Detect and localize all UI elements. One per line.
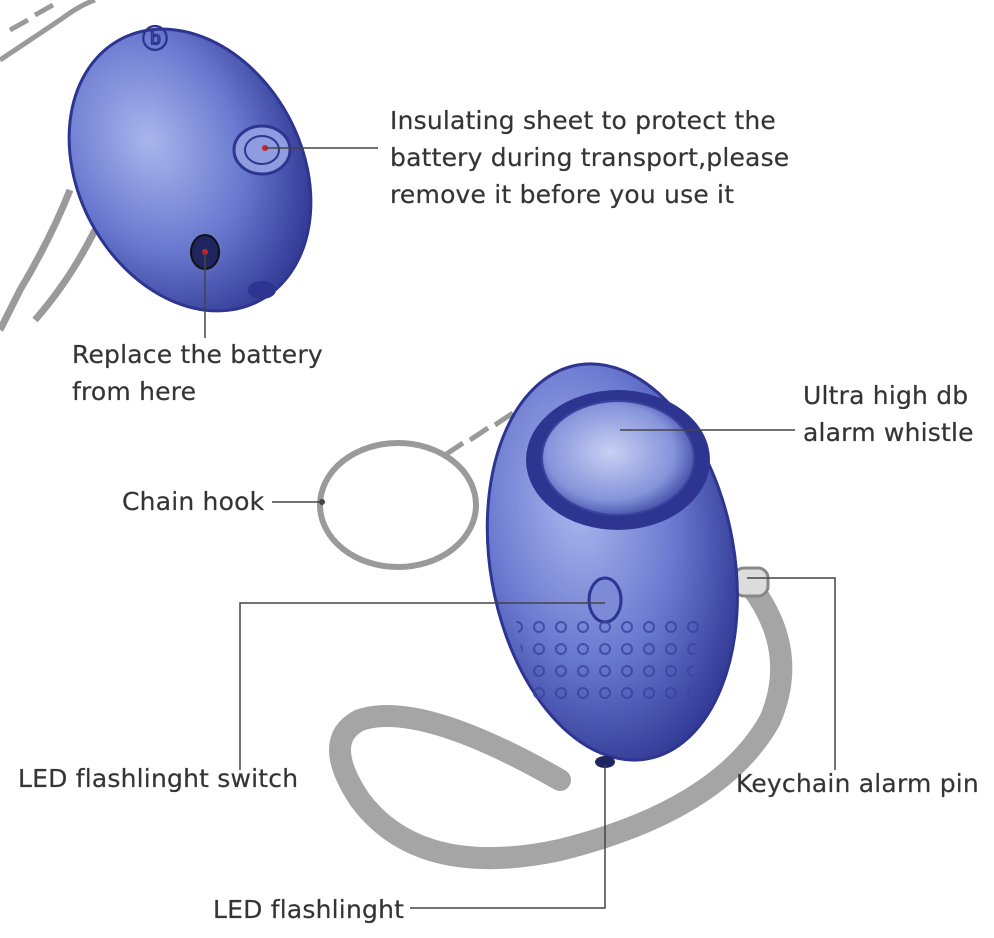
led-flashlight-lens [595,756,615,768]
label-keychain-pin: Keychain alarm pin [736,769,979,798]
key-ring [317,440,479,570]
label-led-flashlight: LED flashlinght [213,895,405,924]
label-replace-battery: Replace the battery from here [72,340,323,406]
back-side-port [248,281,276,299]
wrist-strap [329,574,793,870]
speaker-holes [515,615,700,700]
strap-clasp [732,566,770,598]
alarm-whistle-grille [526,390,710,530]
chain-hook-pointer [319,499,325,505]
label-insulating-sheet: Insulating sheet to protect the battery … [390,106,790,209]
label-led-switch: LED flashlinght switch [18,764,299,793]
leader-lines [204,147,836,909]
back-logo: ⓑ [142,25,168,55]
label-ultra-high-db: Ultra high db alarm whistle [803,381,974,447]
label-chain-hook: Chain hook [122,487,265,516]
back-device-body [67,27,313,313]
insulating-sheet-slot [232,124,292,176]
back-chain [0,0,99,332]
